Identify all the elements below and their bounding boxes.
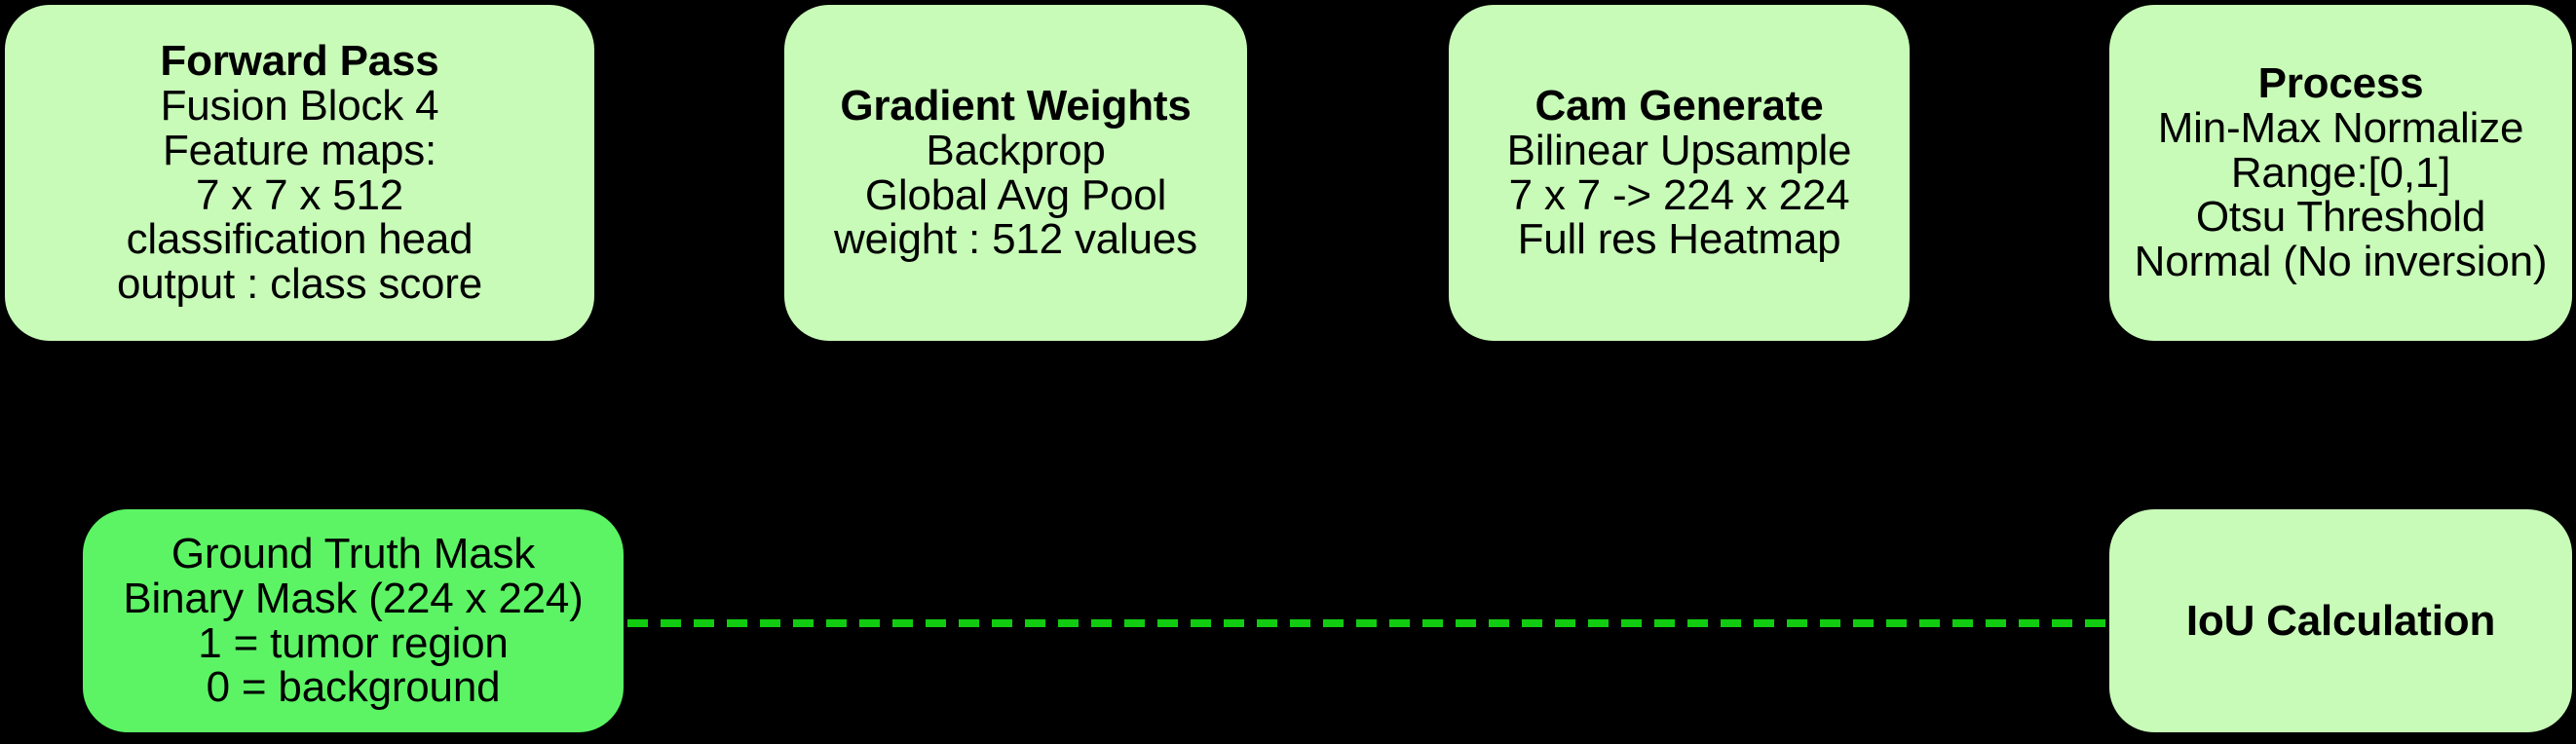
node-forward-pass-line-3: 7 x 7 x 512: [195, 170, 404, 219]
node-gradient-weights-line-1: Backprop: [926, 126, 1106, 174]
node-iou-calculation-line-0: IoU Calculation: [2185, 596, 2496, 645]
node-ground-truth-mask-line-3: 0 = background: [206, 663, 501, 712]
node-gradient-weights-line-2: Global Avg Pool: [864, 170, 1167, 219]
node-ground-truth-mask-line-0: Ground Truth Mask: [170, 529, 536, 577]
node-process-line-3: Otsu Threshold: [2195, 193, 2486, 242]
node-cam-generate-line-3: Full res Heatmap: [1517, 215, 1841, 264]
node-cam-generate-line-1: Bilinear Upsample: [1506, 126, 1852, 174]
edge-ground-truth-mask-to-iou-calculation: [627, 619, 2110, 627]
node-cam-generate-line-0: Cam Generate: [1534, 81, 1824, 130]
node-ground-truth-mask-line-1: Binary Mask (224 x 224): [123, 574, 584, 622]
node-forward-pass-line-0: Forward Pass: [160, 36, 439, 85]
node-process-line-0: Process: [2257, 58, 2424, 107]
node-process-line-1: Min-Max Normalize: [2157, 103, 2524, 152]
node-iou-calculation[interactable]: IoU Calculation: [2109, 509, 2572, 732]
node-ground-truth-mask-line-2: 1 = tumor region: [198, 618, 509, 667]
node-forward-pass-line-4: classification head: [126, 215, 474, 264]
node-process-line-4: Normal (No inversion): [2134, 238, 2548, 286]
node-gradient-weights-line-3: weight : 512 values: [834, 215, 1197, 264]
node-gradient-weights-line-0: Gradient Weights: [840, 81, 1192, 130]
node-forward-pass-line-5: output : class score: [116, 260, 483, 309]
node-process-line-2: Range:[0,1]: [2230, 148, 2451, 197]
node-cam-generate-line-2: 7 x 7 -> 224 x 224: [1508, 170, 1850, 219]
node-forward-pass-line-1: Fusion Block 4: [160, 81, 439, 130]
node-forward-pass-line-2: Feature maps:: [162, 126, 437, 174]
